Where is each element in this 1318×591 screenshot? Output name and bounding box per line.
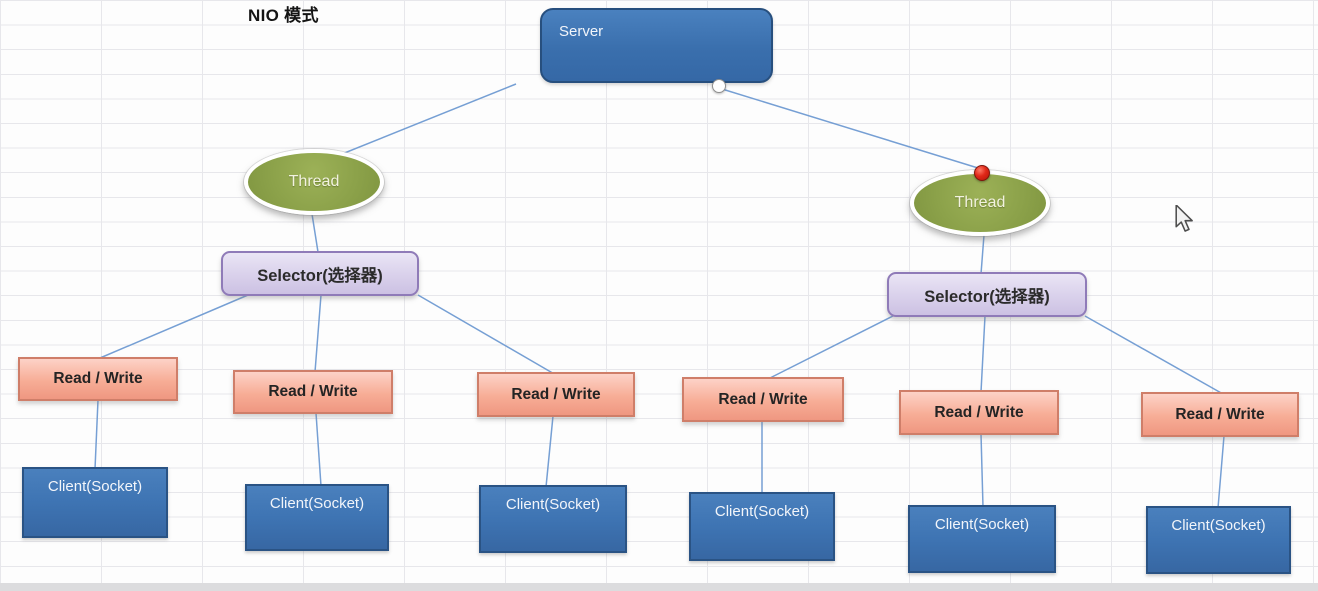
read-write-node[interactable]: Read / Write	[233, 370, 393, 414]
connection-handle[interactable]	[712, 79, 726, 93]
client-socket-node[interactable]: Client(Socket)	[689, 492, 835, 561]
client-socket-node[interactable]: Client(Socket)	[479, 485, 627, 553]
client-socket-node[interactable]: Client(Socket)	[22, 467, 168, 538]
read-write-node[interactable]: Read / Write	[899, 390, 1059, 435]
read-write-node[interactable]: Read / Write	[1141, 392, 1299, 437]
client-socket-node[interactable]: Client(Socket)	[1146, 506, 1291, 574]
thread-node-right[interactable]: Thread	[910, 170, 1050, 236]
read-write-node[interactable]: Read / Write	[18, 357, 178, 401]
client-socket-node[interactable]: Client(Socket)	[245, 484, 389, 551]
read-write-node[interactable]: Read / Write	[682, 377, 844, 422]
red-endpoint-dot[interactable]	[974, 165, 990, 181]
selector-node-left[interactable]: Selector(选择器)	[221, 251, 419, 296]
client-socket-node[interactable]: Client(Socket)	[908, 505, 1056, 573]
thread-node-left[interactable]: Thread	[244, 149, 384, 215]
read-write-node[interactable]: Read / Write	[477, 372, 635, 417]
diagram-title: NIO 模式	[248, 6, 319, 25]
bottom-strip	[0, 583, 1318, 591]
selector-node-right[interactable]: Selector(选择器)	[887, 272, 1087, 317]
server-node[interactable]: Server	[540, 8, 773, 83]
